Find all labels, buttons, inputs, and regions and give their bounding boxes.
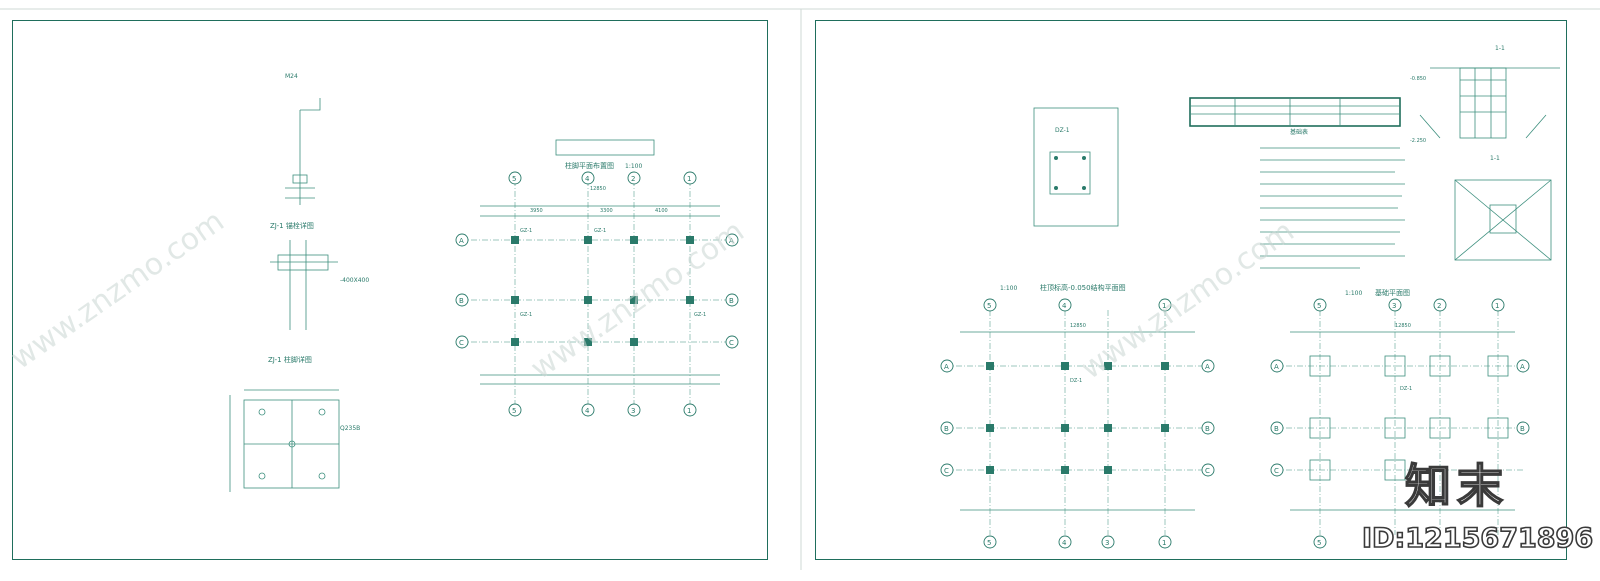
plate-label: -400X400 [340,277,369,284]
detail-title-1: ZJ-1 锚栓详图 [270,221,314,230]
section-1-1-detail: 1-1 -0.850 -2.250 [1410,45,1560,144]
table-title: 基础表 [1290,128,1308,136]
design-notes-block [1260,147,1405,269]
right-foundation-plan: 基础平面图 1:100 12850 DZ-1 [1275,288,1525,535]
left-dim-3: 4100 [655,208,668,214]
r2-axis-5-top: 5 [1317,302,1321,310]
elev-top: -0.850 [1410,76,1426,82]
brand-id: ID:1215671896 [1361,522,1594,555]
r1-axis-A-left: A [944,363,949,371]
right-plan2-col: DZ-1 [1400,386,1412,392]
foundation-table: 基础表 [1189,97,1401,136]
r1-axis-4-bottom: 4 [1062,539,1067,547]
left-axis-3-bottom: 3 [631,407,635,415]
r1-axis-B-left: B [944,425,949,433]
r2-axis-2-top: 2 [1437,302,1441,310]
elev-bottom: -2.250 [1410,138,1426,144]
left-axis-1-top: 1 [687,175,691,183]
left-col-label-3: GZ-1 [520,312,532,318]
left-axis-2-top: 2 [631,175,635,183]
left-col-label-4: GZ-1 [694,312,706,318]
left-axis-C-right: C [729,339,734,347]
bolt-label: M24 [285,73,298,80]
detail-title-2: ZJ-1 柱脚详图 [268,355,312,364]
watermark-left: www.znzmo.com [5,204,231,377]
r1-axis-3-bottom: 3 [1105,539,1109,547]
section-label-bottom: 1-1 [1490,155,1500,162]
r1-axis-B-right: B [1205,425,1210,433]
right-plan1-axis-bubbles: 5 4 1 5 4 3 1 A B C A B C [940,298,1215,549]
column-section-detail: DZ-1 [1033,107,1119,227]
anchor-bolt-detail: M24 [285,73,321,205]
left-col-label-2: GZ-1 [594,228,606,234]
left-axis-1-bottom: 1 [687,407,691,415]
left-sheet-frame [12,20,768,560]
left-plan-scale: 1:100 [625,163,642,170]
left-axis-4-top: 4 [585,175,590,183]
column-base-detail: -400X400 [270,240,369,330]
left-axis-5-top: 5 [512,175,516,183]
r1-axis-1-bottom: 1 [1162,539,1166,547]
left-col-label-1: GZ-1 [520,228,532,234]
r1-axis-5-bottom: 5 [987,539,991,547]
right-plan2-title: 基础平面图 [1375,288,1410,297]
watermark-right: www.znzmo.com [1075,214,1301,387]
left-dim-2: 3300 [600,208,613,214]
r2-axis-1-top: 1 [1495,302,1499,310]
left-axis-B-right: B [729,297,734,305]
r1-axis-A-right: A [1205,363,1210,371]
left-axis-5-bottom: 5 [512,407,516,415]
right-plan1-title: 柱顶标高-0.050结构平面图 [1040,283,1126,292]
section-label-top: 1-1 [1495,45,1505,52]
r2-axis-B-right: B [1520,425,1525,433]
right-plan1-span: 12850 [1070,323,1086,329]
brand-logo: 知末 [1404,458,1509,514]
left-axis-A-left: A [459,237,464,245]
right-plan1-scale: 1:100 [1000,285,1017,292]
left-axis-bubbles: 5 4 2 1 5 4 3 1 A B C A B C [455,171,739,417]
right-plan2-scale: 1:100 [1345,290,1362,297]
left-dim-1: 3950 [530,208,543,214]
left-axis-A-right: A [729,237,734,245]
r1-axis-5-top: 5 [987,302,991,310]
r1-axis-4-top: 4 [1062,302,1067,310]
col-section-label: DZ-1 [1055,127,1070,134]
footing-plan-detail: 1-1 [1454,155,1552,261]
r2-axis-B-left: B [1274,425,1279,433]
right-sheet-frame [815,20,1567,560]
left-axis-C-left: C [459,339,464,347]
r1-axis-C-left: C [944,467,949,475]
left-drawing-sheet [12,20,768,560]
r2-axis-A-right: A [1520,363,1525,371]
steel-grade-label: Q235B [340,425,360,432]
left-axis-4-bottom: 4 [585,407,590,415]
r2-axis-A-left: A [1274,363,1279,371]
r1-axis-C-right: C [1205,467,1210,475]
base-plate-plan: Q235B [229,389,360,492]
left-span-dim: 12850 [590,186,606,192]
r2-axis-3-top: 3 [1392,302,1396,310]
r1-axis-1-top: 1 [1162,302,1166,310]
right-plan2-span: 12850 [1395,323,1411,329]
r2-axis-C-left: C [1274,467,1279,475]
column-layout-plan: 柱脚平面布置图 1:100 12850 3950 3300 4100 GZ-1 … [460,139,730,408]
r2-axis-5-bottom: 5 [1317,539,1321,547]
right-structural-plan: 柱顶标高-0.050结构平面图 1:100 12850 DZ-1 [945,283,1210,535]
left-axis-B-left: B [459,297,464,305]
right-plan1-col: DZ-1 [1070,378,1082,384]
right-plan2-axis-bubbles: 5 3 2 1 5 A B C A B [1270,298,1530,549]
left-plan-title: 柱脚平面布置图 [565,161,614,170]
right-drawing-sheet [815,20,1567,560]
